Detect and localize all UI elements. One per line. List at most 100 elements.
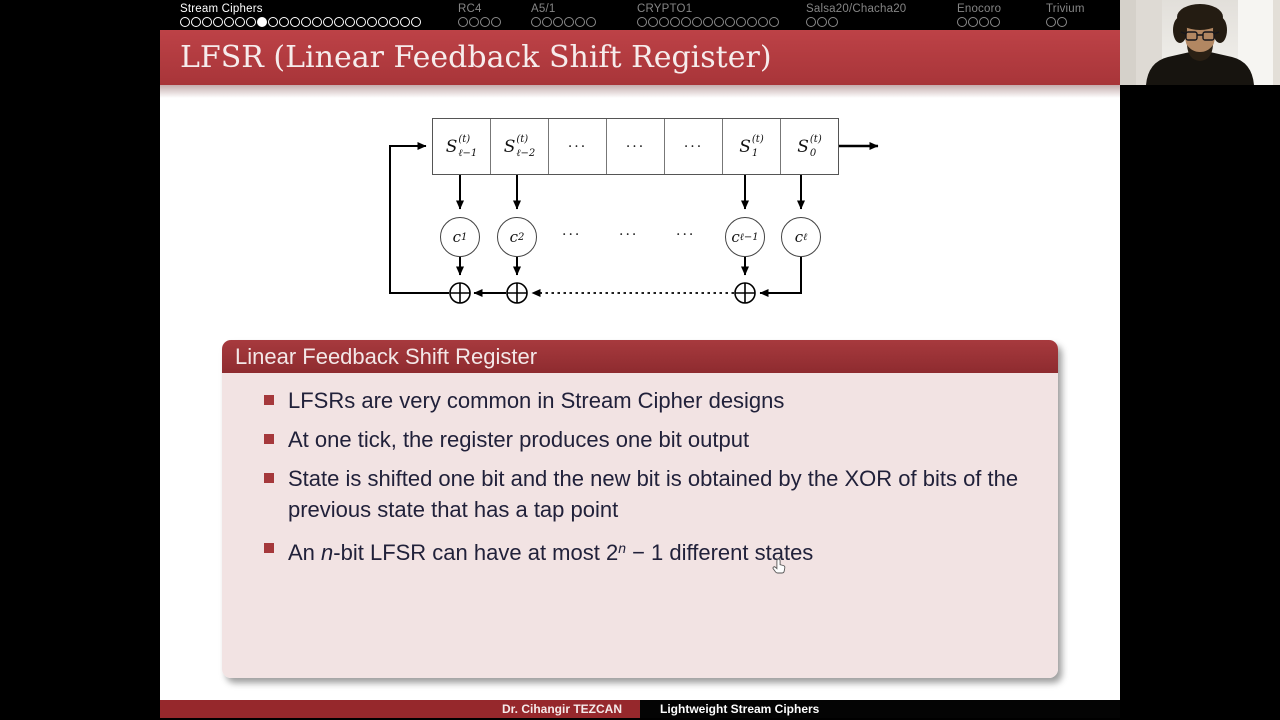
- nav-frame-dots[interactable]: [458, 17, 502, 27]
- nav-frame-dots[interactable]: [1046, 17, 1085, 27]
- frame-dot[interactable]: [312, 17, 322, 27]
- nav-frame-dots[interactable]: [180, 17, 422, 27]
- frame-dot[interactable]: [769, 17, 779, 27]
- frame-dot[interactable]: [725, 17, 735, 27]
- frame-dot[interactable]: [334, 17, 344, 27]
- curtain-left: [1120, 0, 1136, 85]
- frame-dot[interactable]: [224, 17, 234, 27]
- nav-section-label[interactable]: RC4: [458, 3, 482, 15]
- frame-dot[interactable]: [670, 17, 680, 27]
- nav-section-rc4[interactable]: RC4: [458, 3, 502, 27]
- frame-dot[interactable]: [389, 17, 399, 27]
- frame-dot[interactable]: [246, 17, 256, 27]
- frame-dot[interactable]: [491, 17, 501, 27]
- bullet-list: LFSRs are very common in Stream Cipher d…: [262, 385, 1028, 568]
- bullet-text: At one tick, the register produces one b…: [288, 427, 750, 452]
- frame-dot[interactable]: [345, 17, 355, 27]
- bullet-text: State is shifted one bit and the new bit…: [288, 466, 1019, 522]
- nav-section-label[interactable]: A5/1: [531, 3, 556, 15]
- frame-dot[interactable]: [202, 17, 212, 27]
- frame-dot[interactable]: [758, 17, 768, 27]
- nav-frame-dots[interactable]: [957, 17, 1001, 27]
- ellipsis: ···: [619, 227, 639, 243]
- frame-dot[interactable]: [703, 17, 713, 27]
- frame-dot[interactable]: [367, 17, 377, 27]
- frame-dot[interactable]: [586, 17, 596, 27]
- frame-dot[interactable]: [553, 17, 563, 27]
- webcam-video: [1120, 0, 1280, 85]
- frame-dot[interactable]: [1057, 17, 1067, 27]
- math-var-n: n: [321, 540, 334, 565]
- nav-section-label[interactable]: Salsa20/Chacha20: [806, 3, 907, 15]
- frame-dot[interactable]: [979, 17, 989, 27]
- frame-dot[interactable]: [180, 17, 190, 27]
- frame-dot[interactable]: [575, 17, 585, 27]
- frame-dot[interactable]: [692, 17, 702, 27]
- xor-node: [449, 282, 756, 304]
- frame-dot[interactable]: [542, 17, 552, 27]
- frame-dot[interactable]: [806, 17, 816, 27]
- cell-scripts: (t) 0: [809, 133, 822, 159]
- presenter-hair: [1177, 4, 1223, 30]
- frame-dot[interactable]: [957, 17, 967, 27]
- register-cell: S (t) ℓ−1: [433, 119, 490, 174]
- frame-dot[interactable]: [323, 17, 333, 27]
- bullet-marker: [264, 395, 274, 405]
- frame-dot[interactable]: [400, 17, 410, 27]
- nav-section-label[interactable]: Stream Ciphers: [180, 3, 263, 15]
- frame-title-shadow: [160, 85, 1120, 98]
- frame-dot[interactable]: [301, 17, 311, 27]
- frame-dot[interactable]: [714, 17, 724, 27]
- presenter-torso: [1146, 52, 1254, 85]
- shift-register: S (t) ℓ−1 S (t) ℓ−2 ···: [432, 118, 839, 175]
- frame-dot[interactable]: [659, 17, 669, 27]
- bullet-text: An: [288, 540, 322, 565]
- cell-scripts: (t) ℓ−2: [516, 133, 536, 159]
- frame-dot[interactable]: [681, 17, 691, 27]
- nav-section-a51[interactable]: A5/1: [531, 3, 597, 27]
- frame-dot[interactable]: [458, 17, 468, 27]
- frame-dot[interactable]: [213, 17, 223, 27]
- nav-section-label[interactable]: Trivium: [1046, 3, 1085, 15]
- nav-frame-dots[interactable]: [531, 17, 597, 27]
- frame-dot[interactable]: [637, 17, 647, 27]
- frame-dot[interactable]: [480, 17, 490, 27]
- frame-dot[interactable]: [411, 17, 421, 27]
- nav-section-trivium[interactable]: Trivium: [1046, 3, 1085, 27]
- frame-dot[interactable]: [564, 17, 574, 27]
- nav-frame-dots[interactable]: [806, 17, 906, 27]
- bullet-item: State is shifted one bit and the new bit…: [262, 463, 1028, 525]
- bullet-text: LFSRs are very common in Stream Cipher d…: [288, 388, 785, 413]
- frame-dot[interactable]: [257, 17, 267, 27]
- ellipsis: ···: [562, 227, 582, 243]
- frame-dot[interactable]: [747, 17, 757, 27]
- frame-dot[interactable]: [191, 17, 201, 27]
- frame-dot[interactable]: [378, 17, 388, 27]
- frame-dot[interactable]: [235, 17, 245, 27]
- block-title: Linear Feedback Shift Register: [222, 340, 1058, 373]
- frame-dot[interactable]: [290, 17, 300, 27]
- frame-dot[interactable]: [279, 17, 289, 27]
- frame-dot[interactable]: [268, 17, 278, 27]
- footer-course-title: Lightweight Stream Ciphers: [660, 702, 820, 716]
- nav-section-salsa20-chacha20[interactable]: Salsa20/Chacha20: [806, 3, 906, 27]
- nav-section-enocoro[interactable]: Enocoro: [957, 3, 1001, 27]
- frame-dot[interactable]: [968, 17, 978, 27]
- frame-dot[interactable]: [531, 17, 541, 27]
- frame-dot[interactable]: [1046, 17, 1056, 27]
- nav-section-label[interactable]: CRYPTO1: [637, 3, 693, 15]
- frame-dot[interactable]: [990, 17, 1000, 27]
- nav-frame-dots[interactable]: [637, 17, 780, 27]
- frame-dot[interactable]: [736, 17, 746, 27]
- frame-dot[interactable]: [817, 17, 827, 27]
- nav-section-stream-ciphers[interactable]: Stream Ciphers: [180, 3, 422, 27]
- frame-dot[interactable]: [648, 17, 658, 27]
- frame-dot[interactable]: [469, 17, 479, 27]
- nav-section-label[interactable]: Enocoro: [957, 3, 1002, 15]
- frame-dot[interactable]: [828, 17, 838, 27]
- frame-dot[interactable]: [356, 17, 366, 27]
- nav-section-crypto1[interactable]: CRYPTO1: [637, 3, 780, 27]
